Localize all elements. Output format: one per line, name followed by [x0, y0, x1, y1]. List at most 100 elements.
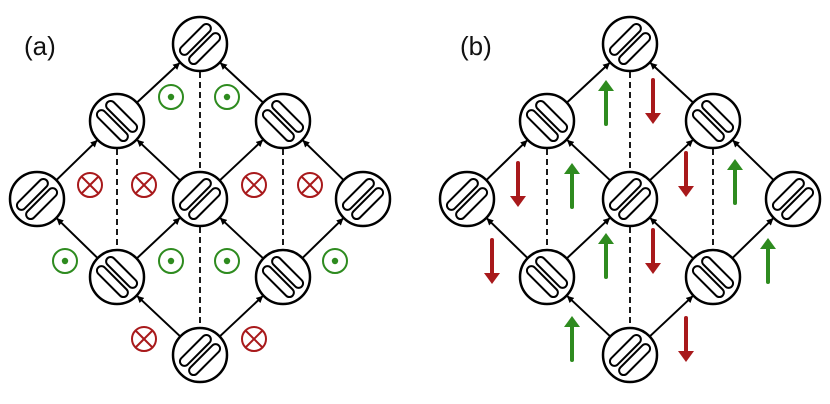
- site-circle: [601, 170, 659, 228]
- slot-pair: [445, 177, 489, 221]
- up-arrow: [564, 163, 580, 209]
- slot: [95, 109, 129, 143]
- slot-pair: [771, 177, 815, 221]
- site-circle: [334, 170, 392, 228]
- flux-in-symbol: [241, 172, 267, 198]
- slot: [618, 343, 652, 377]
- site-circle: [171, 170, 229, 228]
- slot: [691, 265, 725, 299]
- coupling-arrow: [219, 139, 264, 181]
- flux-out-symbol: [158, 84, 184, 110]
- slot: [271, 255, 305, 289]
- slot-pair: [95, 255, 139, 299]
- slot: [691, 109, 725, 143]
- coupling-arrow: [136, 139, 181, 181]
- lattice-site: [334, 170, 392, 228]
- site-circle: [518, 92, 576, 150]
- flux-dot: [61, 257, 69, 265]
- down-arrow: [678, 151, 694, 197]
- flux-cross: [244, 175, 264, 195]
- flux-out-symbol: [52, 248, 78, 274]
- slot: [535, 99, 569, 133]
- flux-dot: [167, 257, 175, 265]
- coupling-arrow: [136, 295, 181, 337]
- flux-out-symbol: [322, 248, 348, 274]
- flux-in-symbol: [131, 326, 157, 352]
- up-arrow: [564, 316, 580, 362]
- site-circle: [88, 248, 146, 306]
- flux-out-symbol: [158, 248, 184, 274]
- arrow-head: [598, 233, 614, 244]
- site-circle: [8, 170, 66, 228]
- slot: [445, 177, 479, 211]
- slot-pair: [341, 177, 385, 221]
- lattice-site: [684, 92, 742, 150]
- flux-cross: [134, 329, 154, 349]
- slot: [525, 109, 559, 143]
- slot-pair: [608, 333, 652, 377]
- coupling-arrow: [486, 139, 528, 181]
- slot-pair: [608, 22, 652, 66]
- lattice-site: [171, 15, 229, 73]
- arrow-head: [678, 351, 694, 362]
- coupling-arrow: [302, 217, 344, 259]
- coupling-arrow: [649, 295, 694, 337]
- coupling-arrow: [649, 62, 694, 103]
- up-arrow: [598, 233, 614, 279]
- slot: [351, 187, 385, 221]
- slot-pair: [178, 333, 222, 377]
- slot: [608, 333, 642, 367]
- site-circle: [601, 326, 659, 384]
- site-circle: [171, 326, 229, 384]
- coupling-arrow: [302, 139, 344, 181]
- arrow-head: [564, 316, 580, 327]
- slot-pair: [608, 177, 652, 221]
- slot: [95, 265, 129, 299]
- site-circle: [254, 92, 312, 150]
- slot-pair: [178, 177, 222, 221]
- lattice-site: [601, 326, 659, 384]
- lattice-site: [684, 248, 742, 306]
- slot-pair: [15, 177, 59, 221]
- slot: [608, 177, 642, 211]
- arrow-head: [727, 159, 743, 170]
- slot-pair: [525, 99, 569, 143]
- site-circle: [764, 170, 822, 228]
- coupling-arrow: [566, 62, 611, 103]
- slot: [271, 99, 305, 133]
- coupling-arrow: [56, 217, 98, 259]
- down-arrow: [678, 316, 694, 362]
- slot-pair: [261, 255, 305, 299]
- panel-b-edges: [486, 62, 774, 337]
- site-circle: [684, 248, 742, 306]
- coupling-arrow: [732, 139, 774, 181]
- flux-in-symbol: [297, 172, 323, 198]
- slot: [188, 343, 222, 377]
- arrow-head: [564, 163, 580, 174]
- panel-a-label: (a): [24, 31, 56, 61]
- slot: [771, 177, 805, 211]
- flux-in-symbol: [241, 326, 267, 352]
- coupling-arrow: [566, 139, 611, 181]
- site-circle: [438, 170, 496, 228]
- slot: [188, 187, 222, 221]
- lattice-site: [254, 248, 312, 306]
- up-arrow: [598, 80, 614, 126]
- panel-b-markers: [484, 78, 776, 362]
- up-arrow: [760, 238, 776, 284]
- slot: [188, 32, 222, 66]
- slot: [261, 265, 295, 299]
- arrow-head: [645, 113, 661, 124]
- coupling-arrow: [56, 139, 98, 181]
- flux-in-symbol: [131, 172, 157, 198]
- site-circle: [171, 15, 229, 73]
- slot: [261, 109, 295, 143]
- panel-a-markers: [52, 84, 348, 352]
- lattice-site: [88, 92, 146, 150]
- slot: [535, 255, 569, 289]
- coupling-arrow: [486, 217, 528, 259]
- down-arrow: [645, 78, 661, 124]
- coupling-arrow: [136, 62, 181, 103]
- site-circle: [88, 92, 146, 150]
- site-circle: [684, 92, 742, 150]
